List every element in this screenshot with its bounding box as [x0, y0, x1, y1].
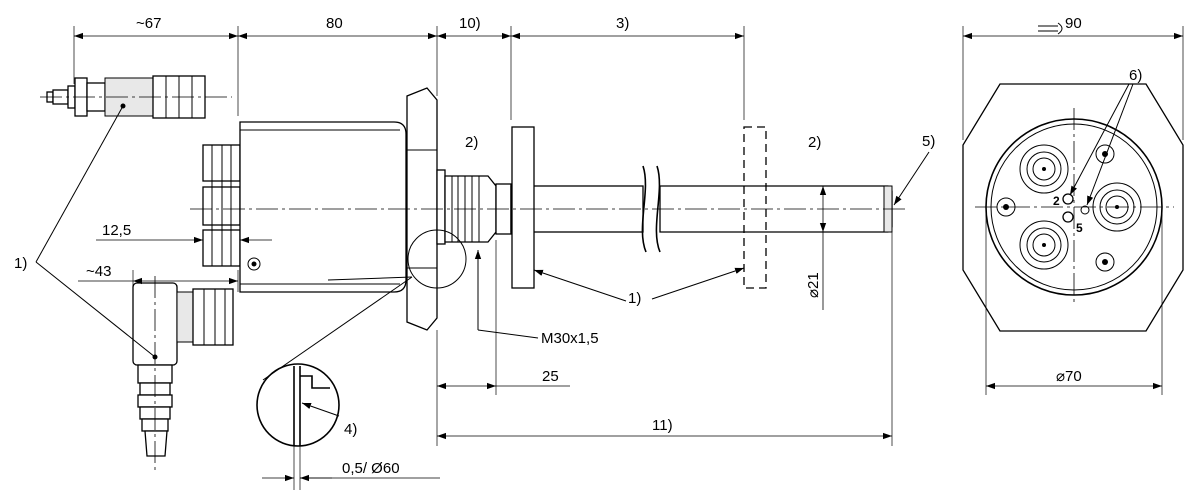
dim-thread-length: 25 [542, 368, 559, 385]
connector-socket [1019, 144, 1069, 194]
led-2 [1062, 193, 1074, 205]
dim-plug-length: ~67 [136, 15, 161, 32]
leader-lines [35, 83, 1134, 358]
dim-note-11: 11) [652, 417, 673, 434]
detail-view-seal [256, 229, 467, 490]
note-2-right: 2) [808, 134, 821, 151]
dim-note-10: 10) [459, 15, 481, 32]
note-5: 5) [922, 133, 935, 150]
dimension-lines [73, 22, 1184, 446]
dim-seal: 0,5/ Ø60 [342, 460, 400, 477]
note-1-mid: 1) [628, 290, 641, 307]
pin-label-5: 5 [1076, 221, 1083, 235]
dim-connector-offset: 12,5 [102, 222, 131, 239]
wrench-icon [1038, 22, 1063, 35]
note-1-left: 1) [14, 255, 27, 272]
connector-socket [1019, 220, 1069, 270]
pin-label-2: 2 [1053, 194, 1060, 208]
angled-plug [132, 276, 234, 470]
thread-label: M30x1,5 [541, 330, 599, 347]
dim-front-diameter: ⌀70 [1056, 368, 1082, 385]
sensor-housing [190, 87, 905, 331]
front-view: 2 5 [962, 83, 1184, 332]
labels: ~67 80 10) 3) 90 12,5 ~43 M30x1,5 25 11)… [14, 15, 1142, 477]
note-4: 4) [344, 421, 357, 438]
led-5 [1062, 211, 1074, 223]
dim-probe-diameter: ⌀21 [805, 272, 822, 298]
note-2-left: 2) [465, 134, 478, 151]
dim-note-3: 3) [616, 15, 629, 32]
dim-housing-length: 80 [326, 15, 343, 32]
dim-angled-plug: ~43 [86, 263, 111, 280]
dim-width-across-flats: 90 [1065, 15, 1082, 32]
straight-plug [40, 75, 232, 119]
note-6: 6) [1129, 67, 1142, 84]
connector-socket [1092, 182, 1142, 232]
